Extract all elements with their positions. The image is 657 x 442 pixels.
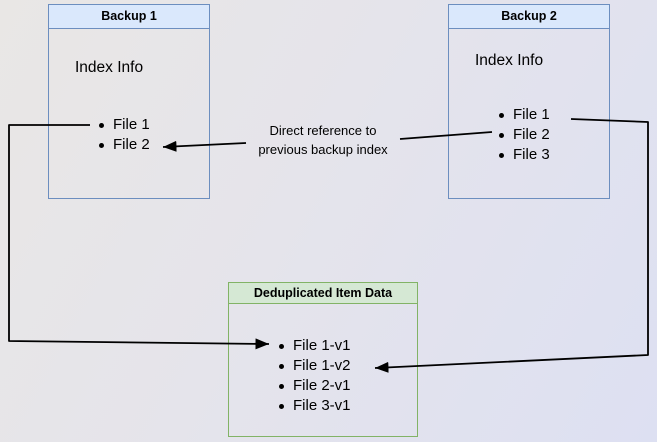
backup1-file-2: File 2 bbox=[99, 135, 150, 155]
annotation-line-1: Direct reference to bbox=[269, 123, 377, 138]
backup1-box: Backup 1 Index Info File 1 File 2 bbox=[48, 4, 210, 199]
backup2-file-1: File 1 bbox=[499, 105, 550, 125]
annotation-line-2: previous backup index bbox=[258, 142, 388, 157]
dedup-box: Deduplicated Item Data File 1-v1 File 1-… bbox=[228, 282, 418, 437]
backup1-title: Backup 1 bbox=[101, 9, 157, 23]
backup1-file-1: File 1 bbox=[99, 115, 150, 135]
dedup-file-1v1: File 1-v1 bbox=[279, 336, 351, 356]
dedup-file-1v2: File 1-v2 bbox=[279, 356, 351, 376]
dedup-title: Deduplicated Item Data bbox=[253, 286, 393, 300]
dedup-header: Deduplicated Item Data bbox=[229, 283, 417, 304]
backup1-file-list: File 1 File 2 bbox=[99, 115, 150, 155]
backup1-index-info-label: Index Info bbox=[75, 59, 144, 76]
backup2-index-info-label: Index Info bbox=[475, 52, 544, 69]
backup2-file-list: File 1 File 2 File 3 bbox=[499, 105, 550, 165]
dedup-file-2v1: File 2-v1 bbox=[279, 376, 351, 396]
backup2-file-2: File 2 bbox=[499, 125, 550, 145]
direct-reference-annotation: Direct reference to previous backup inde… bbox=[238, 121, 408, 159]
backup1-header: Backup 1 bbox=[49, 5, 209, 29]
backup2-title: Backup 2 bbox=[501, 9, 557, 23]
dedup-file-3v1: File 3-v1 bbox=[279, 396, 351, 416]
backup2-box: Backup 2 Index Info File 1 File 2 File 3 bbox=[448, 4, 610, 199]
backup2-header: Backup 2 bbox=[449, 5, 609, 29]
dedup-file-list: File 1-v1 File 1-v2 File 2-v1 File 3-v1 bbox=[279, 336, 351, 416]
backup2-file-3: File 3 bbox=[499, 145, 550, 165]
